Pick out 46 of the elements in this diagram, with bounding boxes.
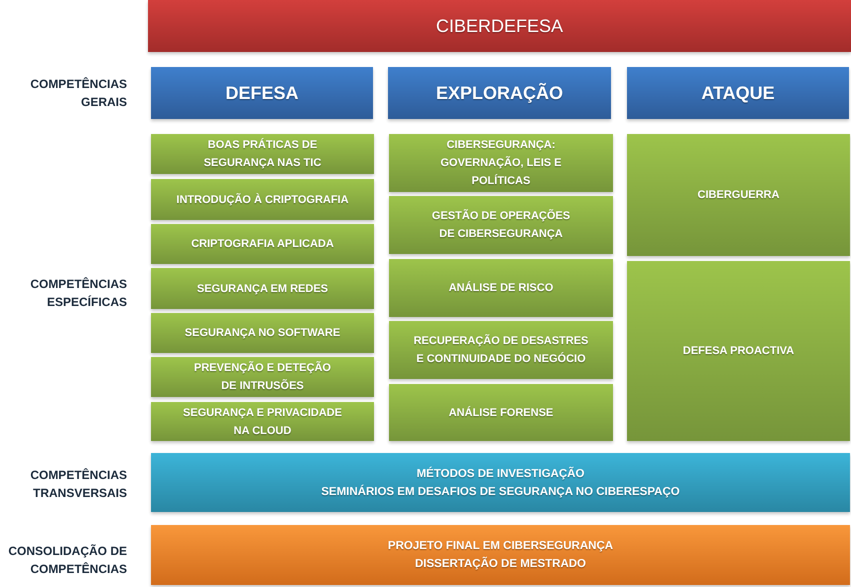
row-label: COMPETÊNCIAS TRANSVERSAIS [29,467,127,502]
node-text: BOAS PRÁTICAS DE SEGURANÇA NAS TIC [202,137,322,171]
node-text: RECUPERAÇÃO DE DESASTRES E CONTINUIDADE DO NEGÓCIO [412,333,590,367]
node-text: ANÁLISE DE RISCO [448,280,554,296]
node-text: SEMINÁRIOS EM DESAFIOS DE SEGURANÇA NO CIBERESPAÇO [321,484,680,500]
course-box [151,357,374,397]
node-text: SEGURANÇA EM REDES [197,282,328,296]
node-text: CRIPTOGRAFIA APLICADA [191,237,334,252]
category-header [627,67,849,119]
title-band [148,0,851,52]
course-box [389,134,613,192]
course-box [151,224,374,264]
category-header [151,67,373,119]
node-text: DISSERTAÇÃO DE MESTRADO [414,556,586,572]
node-text: INTRODUÇÃO À CRIPTOGRAFIA [176,192,349,208]
course-band [151,453,850,512]
node-text: PREVENÇÃO E DETEÇÃO DE INTRUSÕES [193,360,332,394]
node-text: ANÁLISE FORENSE [448,405,554,420]
node-text: MÉTODOS DE INVESTIGAÇÃO [416,466,584,482]
node-text: ATAQUE [701,82,775,105]
node-text: CIBERDEFESA [436,15,564,38]
course-box [151,268,374,309]
row-label: CONSOLIDAÇÃO DE COMPETÊNCIAS [7,543,127,578]
node-text: EXPLORAÇÃO [436,82,563,105]
node-text: SEGURANÇA NO SOFTWARE [184,326,340,341]
course-box [627,261,850,441]
node-text: GESTÃO DE OPERAÇÕES DE CIBERSEGURANÇA [430,208,572,242]
course-box [151,134,374,174]
course-band [151,525,850,585]
node-text: DEFESA PROACTIVA [682,344,794,359]
node-text: CIBERGUERRA [698,188,780,203]
course-box [151,179,374,220]
course-box [151,313,374,353]
course-box [389,321,613,379]
row-label: COMPETÊNCIAS ESPECÍFICAS [29,276,127,311]
node-text: SEGURANÇA E PRIVACIDADE NA CLOUD [182,406,343,438]
course-box [389,196,613,254]
course-box [151,402,374,441]
node-text: DEFESA [225,82,298,105]
course-box [389,259,613,317]
course-box [389,384,613,441]
row-label: COMPETÊNCIAS GERAIS [29,76,127,111]
node-text: CIBERSEGURANÇA: GOVERNAÇÃO, LEIS E POLÍTICAS [439,138,563,189]
category-header [388,67,611,119]
node-text: PROJETO FINAL EM CIBERSEGURANÇA [388,539,614,554]
course-box [627,134,850,256]
